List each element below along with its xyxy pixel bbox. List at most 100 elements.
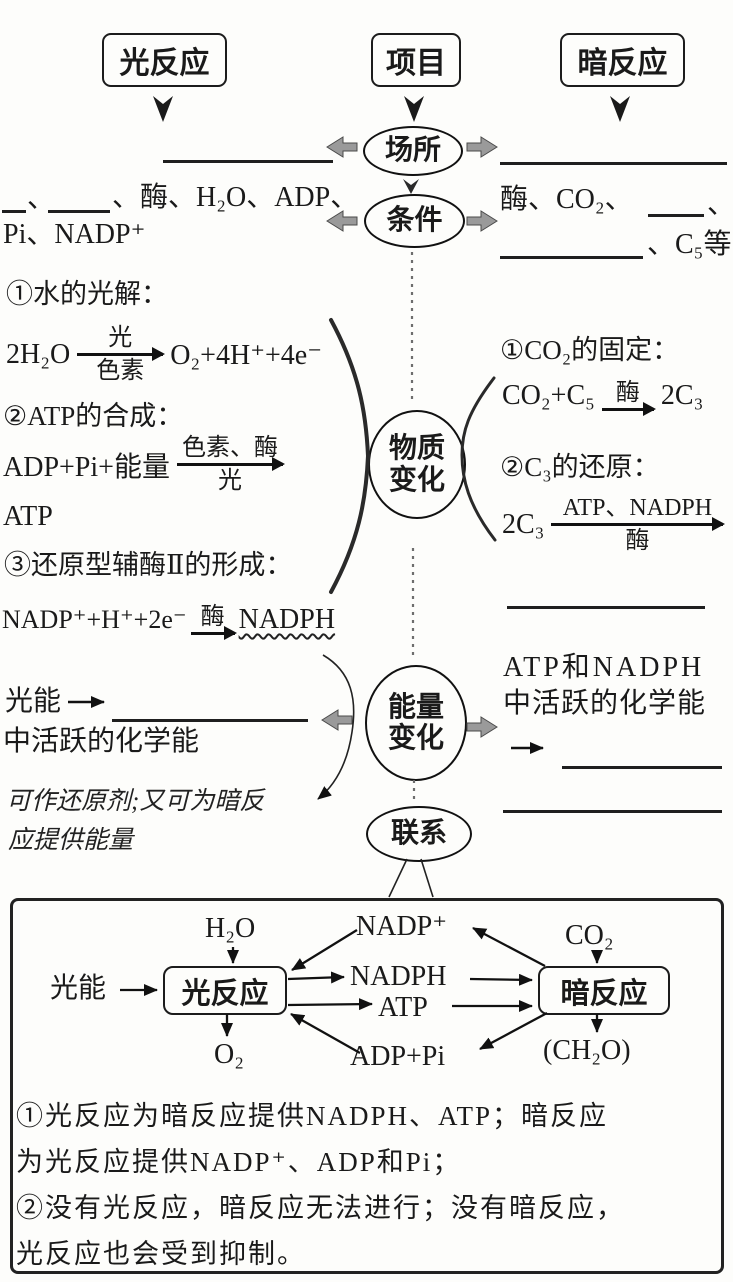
cycle-light-energy-label: 光能	[50, 973, 107, 1004]
node-matter-line1: 物质	[388, 433, 445, 465]
arrow-line	[77, 347, 166, 361]
small-down-arrow-icon	[403, 179, 419, 194]
site-right-arrow-icon	[466, 136, 498, 158]
node-condition-ellipse: 条件	[364, 194, 465, 248]
condition-left-sep: 、	[27, 183, 56, 214]
cycle-co2-label: CO₂	[565, 920, 614, 951]
arrow-label-above: ATP、NADPH	[562, 495, 713, 521]
node-energy-line2: 变化	[387, 723, 444, 754]
matter-right-blank	[507, 584, 705, 609]
summary-note-line1: ①光反应为暗反应提供NADPH、ATP；暗反应	[16, 1101, 609, 1131]
energy-right-line2: 中活跃的化学能	[503, 688, 707, 719]
reaction-arrow: 酶	[190, 604, 237, 640]
condition-right-arrow-icon	[466, 210, 498, 232]
energy-left-arrow-icon	[321, 709, 353, 731]
cycle-ch2o-label: (CH₂O)	[543, 1035, 631, 1066]
link-v-connector	[388, 858, 434, 898]
reaction-atp-synthesis: ADP+Pi+能量 色素、酶 光	[3, 435, 285, 494]
node-condition-label: 条件	[386, 205, 443, 237]
cycle-o2-label: O₂	[214, 1039, 244, 1070]
arrow-label-below: 酶	[625, 528, 650, 554]
nadph-to-note-curve-arrow	[317, 654, 355, 800]
reaction-arrow: 光 色素	[77, 325, 166, 383]
header-dark-reaction-box: 暗反应	[560, 33, 685, 87]
site-left-blank	[163, 138, 333, 163]
down-arrow-icon	[610, 96, 630, 122]
header-light-reaction-label: 光反应	[119, 47, 210, 80]
condition-right-line2: 、C₅等	[647, 229, 732, 260]
header-project-box: 项目	[371, 33, 461, 87]
cycle-light-reaction-label: 光反应	[181, 977, 269, 1010]
node-link-ellipse: 联系	[366, 806, 472, 862]
arrow-label-above: 酶	[200, 604, 225, 630]
condition-left-blank2	[48, 192, 110, 213]
reaction-arrow: ATP、NADPH 酶	[551, 495, 726, 554]
reaction-co2-fixation: CO₂+C₅ 酶 2C₃	[502, 380, 704, 416]
arrow-line	[601, 402, 656, 416]
arrow-label-above: 光	[108, 325, 133, 351]
condition-left-line1: 、酶、H₂O、ADP、	[112, 182, 359, 213]
cycle-light-reaction-box: 光反应	[163, 966, 287, 1015]
arrow-line	[190, 626, 237, 640]
energy-right-arrow-icon	[466, 716, 498, 738]
energy-right-line1: ATP和NADPH	[503, 652, 705, 683]
reaction-lhs: CO₂+C₅	[502, 380, 595, 411]
link-summary-box	[10, 898, 724, 1274]
condition-right-blank2	[500, 238, 643, 259]
reaction-lhs: 2C₃	[502, 508, 545, 540]
arrow-label-above: 色素、酶	[181, 435, 278, 461]
summary-note-line2: 为光反应提供NADP⁺、ADP和Pi；	[16, 1147, 462, 1177]
matter-left-title3: ③还原型辅酶Ⅱ的形成：	[4, 550, 293, 580]
header-light-reaction-box: 光反应	[102, 33, 227, 87]
condition-right-sep: 、	[707, 189, 733, 220]
node-energy-line1: 能量	[387, 691, 444, 723]
header-project-label: 项目	[386, 47, 446, 80]
cycle-dark-reaction-label: 暗反应	[560, 977, 648, 1010]
condition-left-arrow-icon	[326, 210, 358, 232]
right-brace	[460, 376, 497, 542]
reaction-arrow: 酶	[601, 380, 656, 416]
condition-right-blank1	[648, 196, 704, 217]
left-brace	[329, 318, 371, 594]
reaction-lhs: ADP+Pi+能量	[3, 451, 170, 483]
node-link-label: 联系	[390, 818, 447, 850]
site-right-blank	[500, 140, 727, 165]
reaction-nadph-formation: NADP⁺+H⁺+2e⁻ 酶 NADPH	[2, 604, 336, 640]
down-arrow-icon	[404, 96, 424, 122]
reaction-rhs: NADPH	[238, 604, 336, 635]
matter-left-title1: ①水的光解：	[6, 279, 168, 309]
energy-left-blank	[112, 697, 308, 722]
down-arrow-icon	[153, 96, 173, 122]
condition-left-blank1	[2, 192, 26, 213]
reaction-water-photolysis: 2H₂O 光 色素 O₂+4H⁺+4e⁻	[6, 326, 322, 383]
reaction-rhs: O₂+4H⁺+4e⁻	[170, 339, 322, 371]
energy-right-blank1	[562, 744, 722, 769]
energy-left-line2: 中活跃的化学能	[3, 726, 200, 757]
cycle-atp-label: ATP	[378, 992, 428, 1023]
cycle-h2o-label: H₂O	[205, 913, 256, 944]
arrow-line	[551, 517, 726, 531]
cycle-nadph-label: NADPH	[350, 961, 447, 992]
node-site-label: 场所	[384, 135, 441, 167]
matter-left-title2: ②ATP的合成：	[3, 401, 184, 431]
condition-left-line2: Pi、NADP⁺	[3, 219, 146, 250]
reaction-arrow: 色素、酶 光	[176, 435, 285, 494]
matter-left-r2-product: ATP	[3, 501, 53, 532]
energy-right-blank2	[503, 788, 722, 813]
arrow-label-below: 光	[217, 468, 242, 494]
cycle-adp-pi-label: ADP+Pi	[350, 1041, 446, 1072]
matter-right-title1: ①CO₂的固定：	[500, 335, 680, 365]
reaction-lhs: 2H₂O	[6, 338, 71, 370]
energy-left-note2: 应提供能量	[8, 827, 134, 854]
energy-left-source: 光能	[5, 686, 62, 717]
arrow-label-above: 酶	[615, 380, 640, 406]
reaction-rhs: 2C₃	[660, 380, 704, 411]
condition-right-line1: 酶、CO₂、	[500, 184, 633, 215]
node-matter-change-ellipse: 物质 变化	[368, 410, 466, 519]
summary-note-line3: ②没有光反应，暗反应无法进行；没有暗反应，	[16, 1193, 625, 1223]
node-site-ellipse: 场所	[363, 126, 463, 176]
summary-note-line4: 光反应也会受到抑制。	[16, 1239, 306, 1269]
node-energy-change-ellipse: 能量 变化	[365, 665, 467, 781]
cycle-nadp-label: NADP⁺	[356, 911, 448, 942]
